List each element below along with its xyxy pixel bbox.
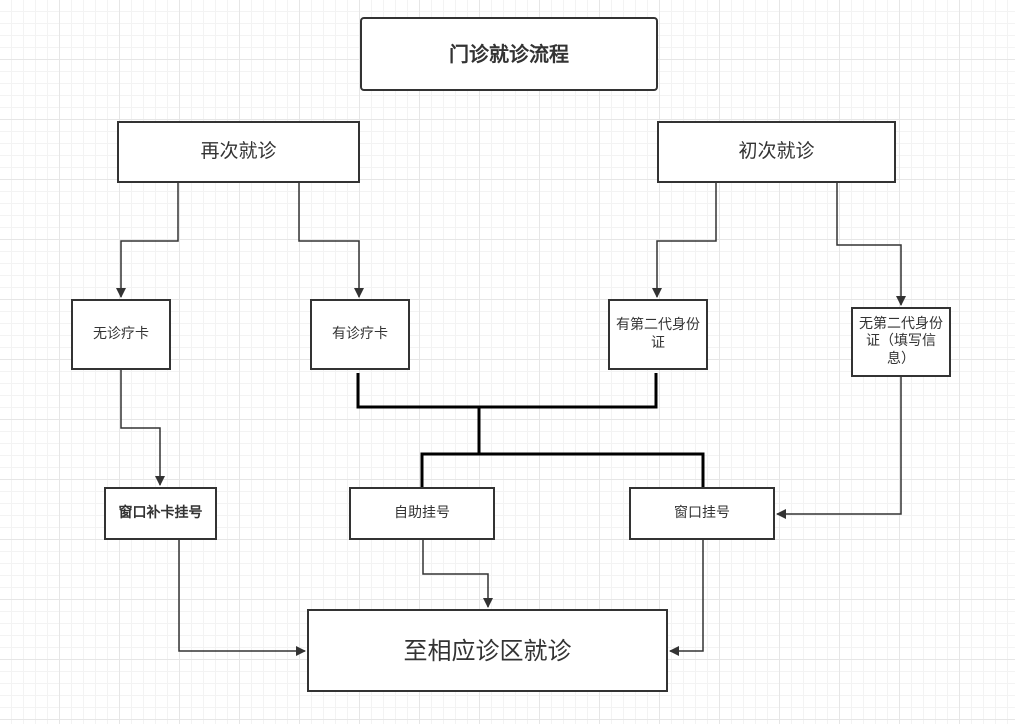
node-has-card-label: 有诊疗卡 [332,325,388,342]
diagram-title-text: 门诊就诊流程 [449,41,569,66]
node-no-id: 无第二代身份证（填写信息） [851,307,951,377]
node-first-visit-label: 初次就诊 [738,140,815,163]
edge-revisit-to-hascard [298,183,364,298]
edge-self-to-final [422,540,493,608]
edge-revisit-to-nocard [116,183,179,298]
node-no-card-label: 无诊疗卡 [93,325,149,342]
node-window-replace-card: 窗口补卡挂号 [104,487,217,540]
node-no-id-label: 无第二代身份证（填写信息） [859,315,943,367]
edge-nocard-to-windowreplace [120,370,165,486]
node-self-service-label: 自助挂号 [394,504,450,521]
node-window-register-label: 窗口挂号 [674,504,730,521]
edge-first-to-hasid [652,183,717,298]
node-revisit-label: 再次就诊 [200,140,277,163]
node-self-service: 自助挂号 [349,487,495,540]
node-has-card: 有诊疗卡 [310,299,410,370]
node-window-register: 窗口挂号 [629,487,775,540]
merge-bracket [356,373,705,489]
node-window-replace-card-label: 窗口补卡挂号 [118,504,203,521]
node-has-id: 有第二代身份证 [608,299,708,370]
edge-first-to-noid [836,183,906,306]
edge-windowreplace-to-final [178,540,306,656]
edge-noid-to-window [776,377,902,519]
node-has-id-label: 有第二代身份证 [616,317,700,351]
diagram-title: 门诊就诊流程 [360,17,658,91]
node-final-label: 至相应诊区就诊 [403,636,572,665]
node-revisit: 再次就诊 [117,121,360,183]
node-first-visit: 初次就诊 [657,121,896,183]
edge-window-to-final [669,540,704,656]
node-final: 至相应诊区就诊 [307,609,668,692]
node-no-card: 无诊疗卡 [71,299,171,370]
